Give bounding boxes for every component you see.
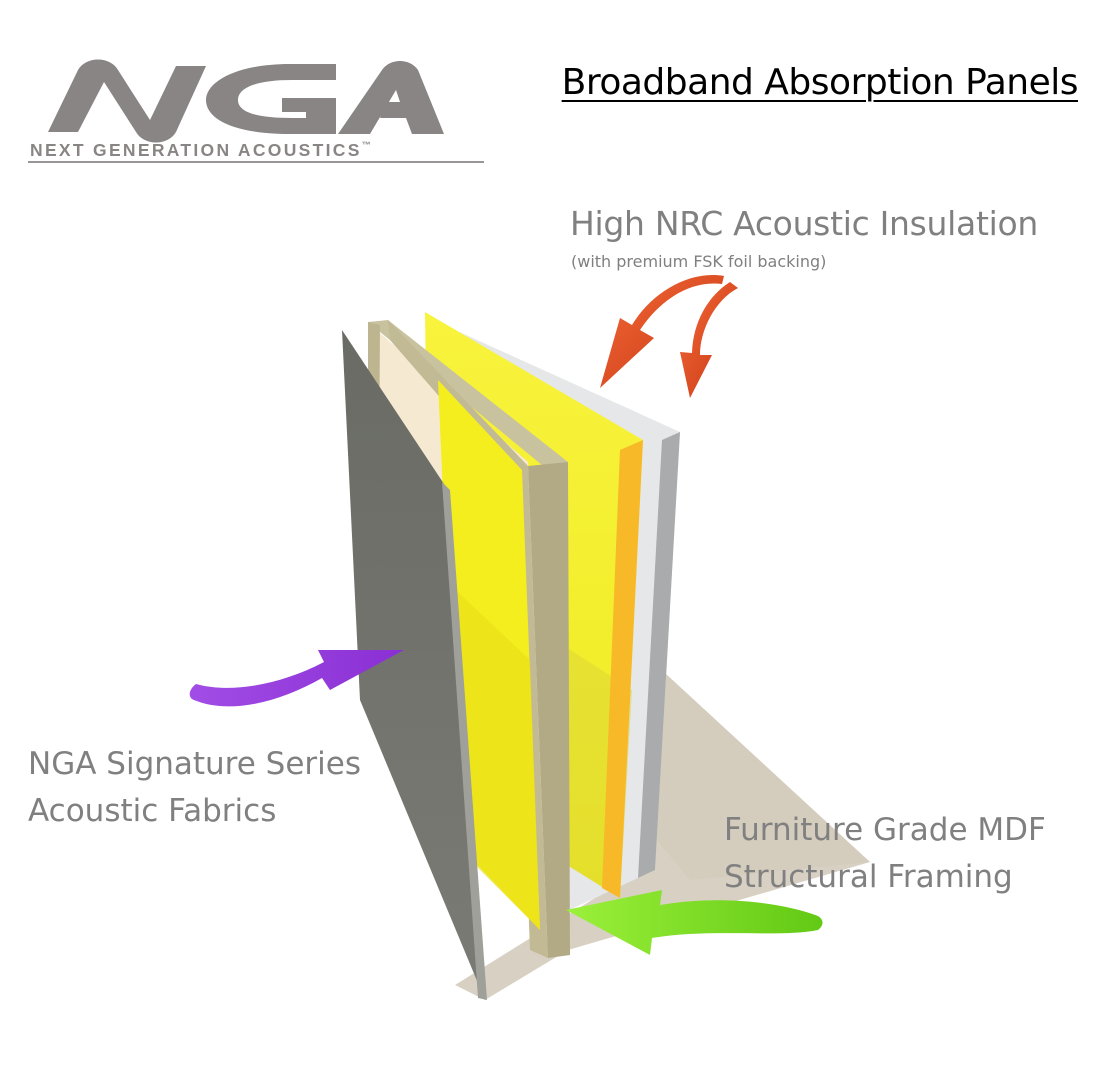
mdf-arrow [566, 890, 823, 955]
fabric-arrow [189, 650, 404, 707]
floor-shadow-far [640, 650, 870, 880]
insulation-label: High NRC Acoustic Insulation [570, 204, 1038, 243]
mdf-frame-face [528, 462, 570, 958]
insulation-sublabel: (with premium FSK foil backing) [571, 252, 827, 271]
logo-tagline-text: NEXT GENERATION ACOUSTICS [30, 140, 362, 160]
insulation-edge [602, 440, 643, 898]
foil-backing-edge [638, 432, 680, 878]
page-title: Broadband Absorption Panels [561, 62, 1079, 103]
fabric-label-line1: NGA Signature Series [28, 746, 362, 782]
trademark-symbol: ™ [361, 140, 371, 150]
nga-logo-mark [48, 59, 444, 143]
logo-rule [28, 161, 484, 163]
fabric-edge [442, 482, 487, 1000]
insulation-arrow-front [600, 275, 724, 388]
logo-tagline: NEXT GENERATION ACOUSTICS™ [30, 140, 490, 161]
mdf-label-line2: Structural Framing [724, 859, 1013, 895]
fabric-label-line2: Acoustic Fabrics [28, 793, 277, 829]
insulation-arrow-back [680, 282, 738, 398]
fabric-face [342, 330, 485, 1000]
mdf-label-line1: Furniture Grade MDF [724, 812, 1046, 848]
